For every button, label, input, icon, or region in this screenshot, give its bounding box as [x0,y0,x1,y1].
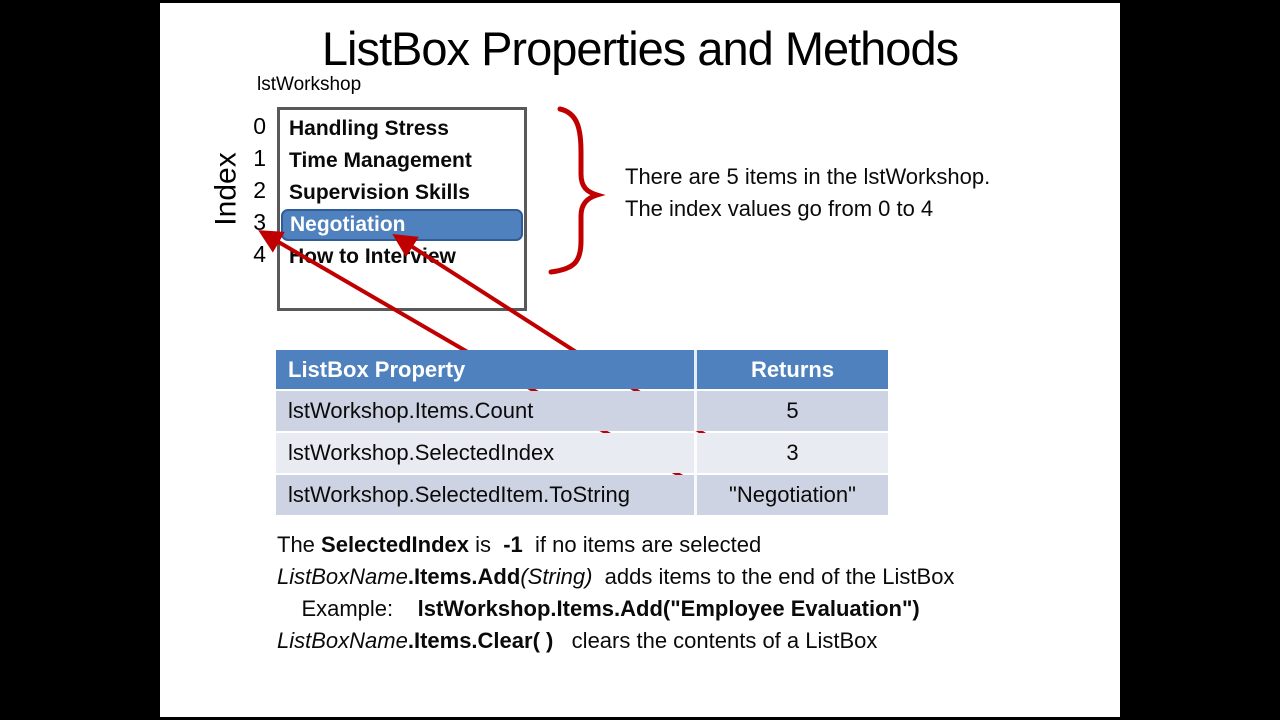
cell-returns: 3 [786,440,799,465]
note-line: Example: lstWorkshop.Items.Add("Employee… [277,596,920,621]
listbox-item: How to Interview [289,245,456,268]
table-header-returns: Returns [750,356,835,382]
table-header-row: ListBox Property Returns [276,350,888,389]
index-number: 3 [253,209,266,235]
curly-brace [548,106,606,275]
index-number: 2 [253,177,266,203]
index-number: 0 [253,113,266,139]
brace-note: There are 5 items in the lstWorkshop. Th… [625,161,990,225]
listbox-name-label: lstWorkshop [257,74,362,95]
table-header-property: ListBox Property [288,356,466,382]
column-divider [694,350,697,389]
cell-property: lstWorkshop.SelectedItem.ToString [288,482,630,507]
note-line: ListBoxName.Items.Add(String) adds items… [277,564,955,589]
listbox-item: Supervision Skills [289,181,470,204]
brace-note-line-1: There are 5 items in the lstWorkshop. [625,164,991,189]
note-line: ListBoxName.Items.Clear( ) clears the co… [277,628,878,653]
index-number-column: 0 1 2 3 4 [238,110,266,270]
note-line: The SelectedIndex is -1 if no items are … [277,532,762,557]
table-row: lstWorkshop.SelectedIndex 3 [276,433,888,473]
table-row: lstWorkshop.SelectedItem.ToString "Negoti… [276,475,888,515]
column-divider [694,433,697,473]
notes-block: The SelectedIndex is -1 if no items are … [277,529,954,657]
table-row: lstWorkshop.Items.Count 5 [276,391,888,431]
column-divider [694,391,697,431]
slide: ListBox Properties and Methods lstWorksh… [160,3,1120,717]
cell-property: lstWorkshop.Items.Count [288,398,534,423]
cell-returns: 5 [786,398,799,423]
cell-property: lstWorkshop.SelectedIndex [288,440,555,465]
listbox-item-selected: Negotiation [281,209,523,241]
slide-title: ListBox Properties and Methods [321,22,959,75]
properties-table: ListBox Property Returns lstWorkshop.Ite… [276,350,888,515]
table-body: lstWorkshop.Items.Count 5 lstWorkshop.Sele… [276,391,888,515]
index-number: 1 [253,145,266,171]
index-number: 4 [253,241,266,267]
listbox-item: Handling Stress [289,117,449,140]
cell-returns: "Negotiation" [729,482,856,507]
column-divider [694,475,697,515]
listbox-item: Time Management [289,149,472,172]
brace-note-line-2: The index values go from 0 to 4 [625,196,934,221]
